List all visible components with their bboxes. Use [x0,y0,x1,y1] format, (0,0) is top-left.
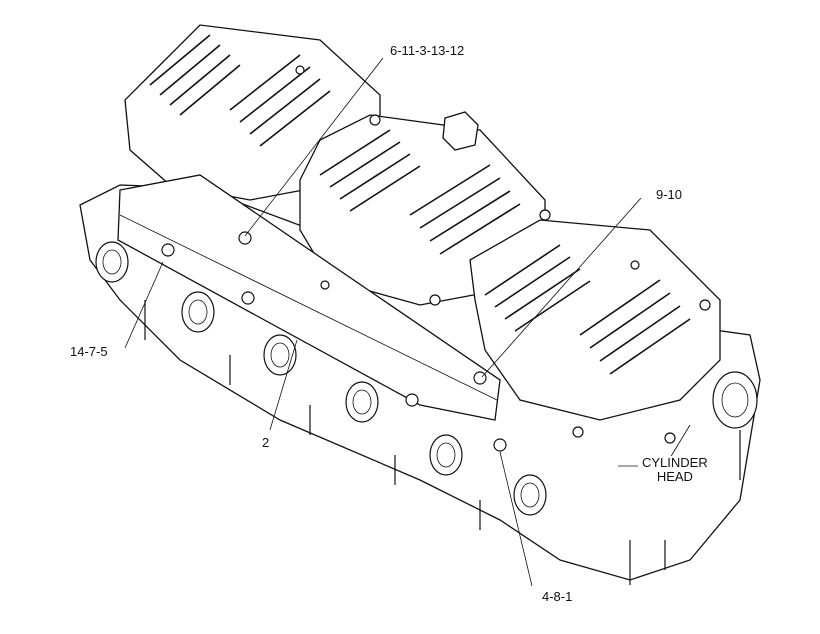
leader-c4 [269,339,298,431]
cooling-fins-left [149,34,331,147]
bolt-heads [161,65,711,452]
manifold-rail [117,174,501,421]
breather-fitting [442,111,479,151]
cylinder-head-label: CYLINDER HEAD [640,456,710,484]
cooling-fins-middle [319,129,521,255]
leader-c3 [124,261,164,349]
cooling-fins-right [484,244,691,375]
leader-c5 [499,451,533,587]
callout-4-8-1: 4-8-1 [542,589,573,604]
leader-c2 [481,197,642,378]
leader-cylinder-head [669,424,691,459]
studs [144,300,741,585]
callout-14-7-5: 14-7-5 [70,344,108,359]
callout-9-10: 9-10 [656,187,683,202]
cylinder-head-label-line2: HEAD [656,469,693,484]
cylinder-head-label-line1: CYLINDER [642,455,708,470]
valve-cover-right [469,219,721,421]
callout-2: 2 [262,435,270,450]
exhaust-ports [95,241,758,516]
callout-6-11-3-13-12: 6-11-3-13-12 [390,43,465,58]
leader-c1 [244,57,384,237]
